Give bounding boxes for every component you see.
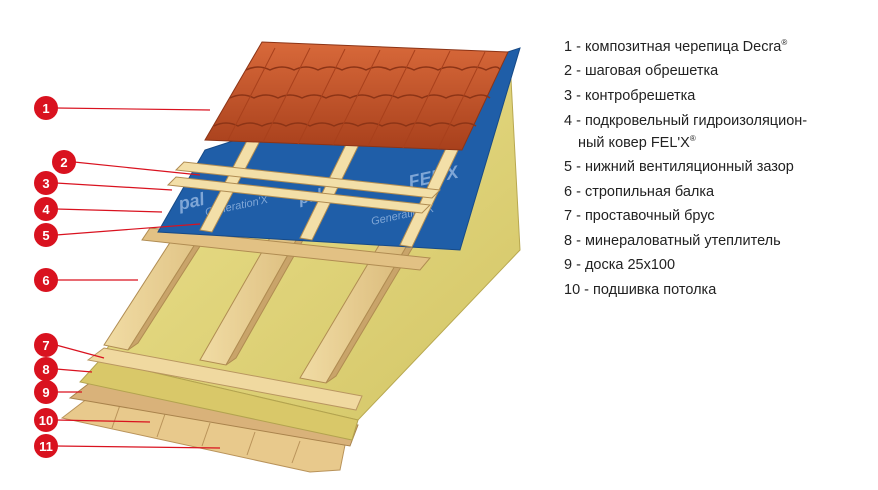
svg-text:1: 1 (42, 101, 49, 116)
svg-text:11: 11 (39, 439, 53, 454)
legend-item-9: 9 - доска 25х100 (564, 257, 676, 274)
tile-rows (213, 66, 501, 127)
svg-text:6: 6 (42, 273, 49, 288)
marker-11: 11 (34, 434, 58, 458)
insulation-side (79, 359, 359, 441)
marker-8: 8 (34, 357, 58, 381)
legend-item-1: 1 - композитная черепица Decra® (564, 38, 788, 55)
legend-item-2: 2 - шаговая обрешетка (564, 63, 719, 80)
svg-text:8: 8 (42, 362, 49, 377)
stepped-battens (166, 161, 442, 214)
svg-text:3: 3 (42, 176, 49, 191)
layer-legend: 1 - композитная черепица Decra® 2 - шаго… (564, 34, 869, 306)
legend-item-5: 5 - нижний вентиляционный зазор (564, 159, 794, 176)
roof-layers-illustration: pal Generation'X pal Generation'X FEL'X (34, 41, 521, 473)
legend-item-6: 6 - стропильная балка (564, 183, 715, 200)
marker-10: 10 (34, 408, 58, 432)
marker-4: 4 (34, 197, 58, 221)
legend-item-7: 7 - проставочный брус (564, 208, 715, 225)
svg-text:10: 10 (39, 413, 53, 428)
legend-item-4-continued: ный ковер FEL'X® (578, 133, 696, 151)
marker-2: 2 (52, 150, 76, 174)
marker-1: 1 (34, 96, 58, 120)
tile-ribs (227, 47, 486, 150)
leader-lines (55, 107, 221, 449)
marker-9: 9 (34, 380, 58, 404)
svg-text:4: 4 (42, 202, 50, 217)
marker-6: 6 (34, 268, 58, 292)
ceiling-board-lines (111, 404, 301, 464)
svg-text:9: 9 (42, 385, 49, 400)
marker-7: 7 (34, 333, 58, 357)
legend-item-3: 3 - контробрешетка (564, 88, 696, 105)
rafter-space-top-edge (141, 227, 431, 271)
legend-item-4: 4 - подкровельный гидроизоляцион- (564, 112, 808, 129)
legend-item-8: 8 - минераловатный утеплитель (564, 232, 781, 249)
svg-text:7: 7 (42, 338, 49, 353)
spacer-bar (86, 347, 363, 411)
marker-5: 5 (34, 223, 58, 247)
svg-text:2: 2 (60, 155, 67, 170)
svg-text:5: 5 (42, 228, 49, 243)
legend-item-10: 10 - подшивка потолка (564, 282, 717, 298)
marker-3: 3 (34, 171, 58, 195)
